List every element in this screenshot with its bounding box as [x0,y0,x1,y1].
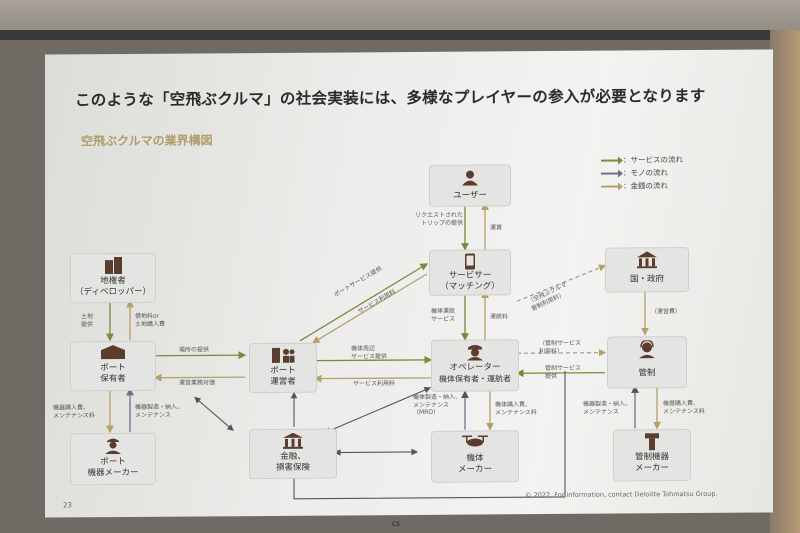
edge-service-usage [313,374,431,383]
room-wall [770,30,800,533]
label-land-provide: 土地提供 [81,313,94,328]
label-equip-supply-left: 機器製造・納入、メンテナンス [135,403,184,419]
edge-atc-system-fee [516,264,607,302]
flow-diagram [106,202,661,500]
label-aircraft-supply: 機体製造・納入、メンテナンス（MRO） [413,393,462,416]
node-operator: オペレーター 機体保有者・運航者 [431,339,519,392]
node-atc-equipment: 管制機器 メーカー [613,429,691,482]
label-aircraft-ops: 機体運航サービス [431,307,456,323]
staff-building-icon [272,347,295,363]
edge-atc-provide [515,369,605,378]
smartphone-icon [465,253,475,270]
edge-finance-aircraft [333,448,419,456]
presentation-slide: このような「空飛ぶクルマ」の社会実装には、多様なプレイヤーの参入が必要となります… [45,49,773,518]
edge-service-fee [311,273,428,344]
label-equip-fee-right: 機器購入費、メンテナンス料 [663,399,705,415]
label-peripheral: 機体周辺サービス提供 [351,345,388,360]
node-servicer: サービサー （マッチング） [429,249,511,296]
node-port-owner: ポート 保有者 [70,340,156,392]
label-atc-usage: （管制サービス利用料） [539,339,582,355]
label-equip-supply-right: 機器製造・納入、メンテナンス [583,400,632,416]
label-fare: 運賃 [490,224,503,232]
drone-aircraft-icon [462,435,488,447]
label-ops-fee: 運航料 [490,313,509,321]
node-aircraft-maker: 機体 メーカー [431,430,519,483]
copyright-notice: © 2022. For information, contact Deloitt… [525,489,718,500]
label-aircraft-fee: 機体購入費、メンテナンス料 [495,401,537,416]
node-user: ユーザー [429,164,511,207]
edge-port-service [299,263,429,342]
label-service-usage: サービス利用料 [353,380,396,388]
page-number: 23 [63,501,72,510]
building-icon [105,257,122,275]
edge-finance-operator [323,386,432,434]
edge-finance-atc [293,370,566,500]
bank-icon [283,432,303,449]
node-landowner: 地権者 （ディベロッパー） [70,252,156,304]
projector-screen-frame [0,30,800,40]
node-government: 国・政府 [605,247,689,293]
edge-atc-usage [517,349,607,357]
label-trip-request: リクエストされたトリップの提供 [415,211,464,227]
edge-ops-outsource [153,373,245,382]
label-place-provide: 場所の提供 [179,346,210,354]
label-equip-fee-left: 機器購入費、メンテナンス料 [53,404,95,419]
person-icon [462,170,478,186]
node-atc: 管制 [607,336,687,389]
edge-finance-port-owner [194,396,234,431]
node-finance: 金融、 損害保険 [249,428,337,480]
pilot-icon [467,345,483,361]
label-gov-cost: （運営費） [651,308,682,316]
label-ops-outsource: 運営業務対価 [179,379,216,387]
watermark-mark: CS [392,521,400,528]
node-port-equipment: ポート 機器メーカー [70,432,156,486]
worker-icon [105,438,121,455]
edge-place [155,351,247,360]
label-atc-provide: 管制サービス提供 [545,364,582,380]
control-tower-icon [645,433,659,451]
port-icon [101,345,125,360]
edge-peripheral [315,355,433,364]
government-building-icon [637,251,657,269]
headset-operator-icon [639,340,655,359]
node-port-operator: ポート 運営者 [249,342,317,394]
